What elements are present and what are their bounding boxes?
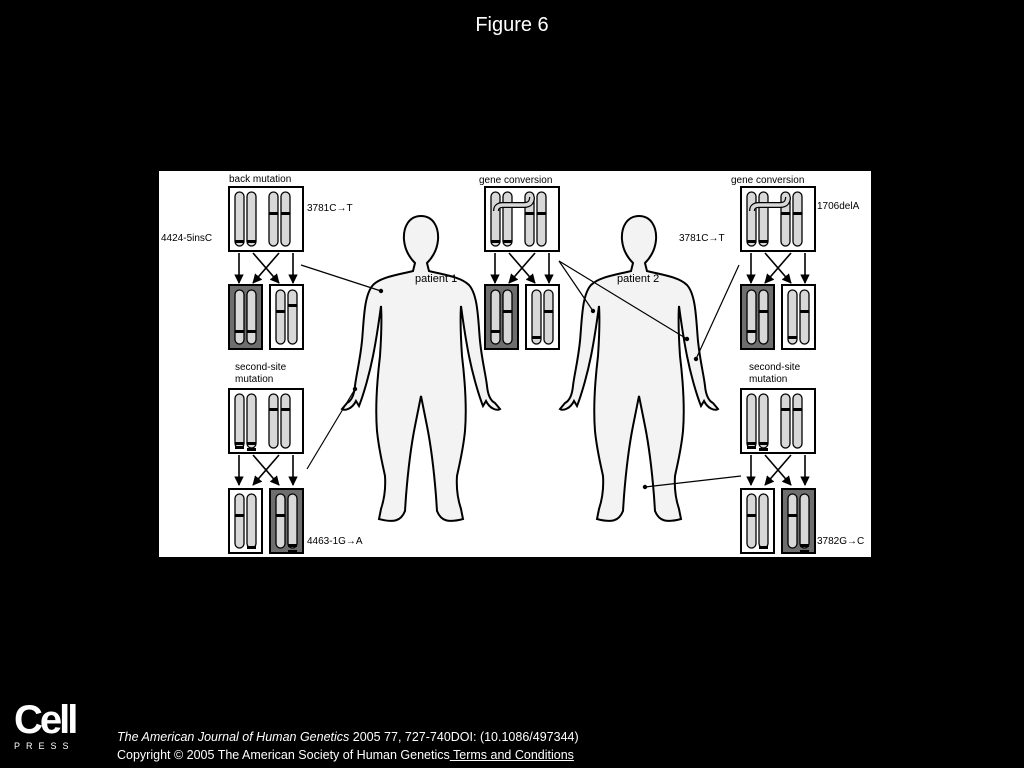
mosaicism-diagram: patient 1 patient 2 back mutation 4424-5…	[161, 174, 864, 554]
arrow	[764, 454, 792, 486]
cell-boxes	[228, 186, 816, 554]
arrow	[508, 252, 536, 284]
pointer-line	[558, 260, 594, 312]
pointer-dot	[684, 336, 690, 342]
mutation-label-4463: 4463-1G→A	[307, 536, 363, 547]
arrow	[252, 454, 280, 486]
cell-box-result	[525, 284, 560, 350]
pointer-line	[300, 264, 382, 292]
cell-box-gene-conversion	[740, 186, 816, 252]
cell-box-gene-conversion	[484, 186, 560, 252]
citation-details: 2005 77, 727-740DOI: (10.1086/497344)	[349, 730, 579, 744]
copyright: Copyright © 2005 The American Society of…	[117, 748, 574, 762]
cell-box-result	[740, 488, 775, 554]
patient1-label: patient 1	[415, 273, 457, 285]
cell-box-result	[228, 488, 263, 554]
cell-box-result	[781, 488, 816, 554]
pointer-line	[695, 264, 740, 360]
citation: The American Journal of Human Genetics 2…	[117, 730, 579, 744]
pointer-line	[644, 475, 742, 488]
gene-conversion-label-center: gene conversion	[479, 175, 552, 186]
copyright-text: Copyright © 2005 The American Society of…	[117, 748, 450, 762]
pointer-dot	[693, 356, 699, 362]
arrow	[252, 252, 280, 284]
cell-box-result	[269, 488, 304, 554]
figure-panel: patient 1 patient 2 back mutation 4424-5…	[159, 171, 871, 557]
second-site-label-p2-line2: mutation	[749, 374, 787, 385]
cell-box-result	[781, 284, 816, 350]
logo-press-text: PRESS	[14, 741, 75, 751]
mutation-label-3782: 3782G→C	[817, 536, 864, 547]
figure-title: Figure 6	[475, 14, 549, 36]
terms-link[interactable]: Terms and Conditions	[449, 748, 574, 762]
cell-box-result	[484, 284, 519, 350]
pointer-line	[558, 260, 688, 340]
cell-box-result	[740, 284, 775, 350]
back-mutation-label: back mutation	[229, 174, 291, 185]
second-site-label-p1-line1: second-site	[235, 362, 287, 373]
arrow	[764, 252, 792, 284]
patient2-body	[558, 214, 720, 522]
pointer-dot	[352, 386, 358, 392]
cell-box-result	[228, 284, 263, 350]
mutation-label-1706: 1706delA	[817, 201, 860, 212]
pointer-line	[306, 388, 356, 470]
pointer-dot	[642, 484, 648, 490]
journal-name: The American Journal of Human Genetics	[117, 730, 350, 744]
mutation-label-4424: 4424-5insC	[161, 233, 212, 244]
cell-box-second-site	[228, 388, 304, 454]
second-site-label-p2-line1: second-site	[749, 362, 801, 373]
patient2-label: patient 2	[617, 273, 659, 285]
pointer-dot	[590, 308, 596, 314]
logo-cell-text: Cell	[14, 698, 78, 742]
cell-box-second-site	[740, 388, 816, 454]
cell-box-result	[269, 284, 304, 350]
second-site-label-p1-line2: mutation	[235, 374, 273, 385]
cell-press-logo: Cell PRESS	[14, 698, 86, 751]
cell-box-back-mutation	[228, 186, 304, 252]
gene-conversion-label-p2: gene conversion	[731, 175, 804, 186]
arrows	[234, 252, 810, 486]
patient1-body	[340, 214, 502, 522]
mutation-label-3781-p2: 3781C→T	[679, 233, 725, 244]
pointer-dot	[378, 288, 384, 294]
mutation-label-3781-p1: 3781C→T	[307, 203, 353, 214]
